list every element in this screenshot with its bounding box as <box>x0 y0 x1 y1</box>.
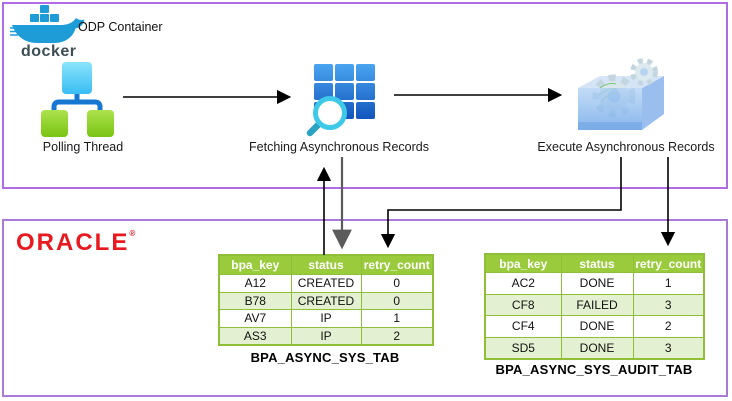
docker-wordmark: docker <box>21 43 76 60</box>
cell: 1 <box>360 309 434 328</box>
cell: FAILED <box>560 293 634 316</box>
table-row: CF4 DONE 2 <box>484 315 705 338</box>
table-header-row: bpa_key status retry_count <box>484 253 705 273</box>
col-header-retry-count: retry_count <box>360 254 434 275</box>
polling-thread-label: Polling Thread <box>42 140 124 154</box>
cell: SD5 <box>484 336 562 360</box>
cell: 0 <box>360 274 434 293</box>
cell: CF4 <box>484 315 562 338</box>
table-row: CF8 FAILED 3 <box>484 293 705 316</box>
bpa-async-sys-audit-tab-table: bpa_key status retry_count AC2 DONE 1 CF… <box>484 253 705 360</box>
cell: AV7 <box>218 309 292 328</box>
bpa-async-sys-tab-caption: BPA_ASYNC_SYS_TAB <box>250 350 400 365</box>
magnifier-lens <box>313 96 347 130</box>
oracle-wordmark: ORACLE <box>16 229 130 256</box>
cell: CF8 <box>484 293 562 316</box>
col-header-retry-count: retry_count <box>632 253 705 273</box>
cell: 2 <box>632 315 705 338</box>
cell: A12 <box>218 274 292 293</box>
bpa-async-sys-audit-tab-caption: BPA_ASYNC_SYS_AUDIT_TAB <box>495 362 693 377</box>
table-row: AV7 IP 1 <box>218 309 434 328</box>
cell: CREATED <box>290 274 362 293</box>
fetch-records-label: Fetching Asynchronous Records <box>249 140 429 154</box>
polling-thread-icon <box>41 62 114 137</box>
docker-logo-icon: docker <box>10 5 85 60</box>
cell: CREATED <box>290 291 362 310</box>
cell: IP <box>290 309 362 328</box>
fetch-records-icon <box>306 64 375 137</box>
bpa-async-sys-tab-table: bpa_key status retry_count A12 CREATED 0… <box>218 254 434 346</box>
cell: DONE <box>560 272 634 295</box>
table-row: A12 CREATED 0 <box>218 274 434 293</box>
execute-records-label: Execute Asynchronous Records <box>537 140 715 154</box>
cell: 3 <box>632 336 705 360</box>
cell: DONE <box>560 315 634 338</box>
oracle-logo: ORACLE® <box>16 230 135 255</box>
cell: DONE <box>560 336 634 360</box>
cell: 1 <box>632 272 705 295</box>
cell: 0 <box>360 291 434 310</box>
col-header-status: status <box>290 254 362 275</box>
cell: IP <box>290 326 362 346</box>
col-header-bpa-key: bpa_key <box>218 254 292 275</box>
table-row: B78 CREATED 0 <box>218 291 434 310</box>
gear-small-icon <box>630 58 658 86</box>
execute-records-icon <box>578 58 664 130</box>
col-header-status: status <box>560 253 634 273</box>
cell: AS3 <box>218 326 292 346</box>
cell: B78 <box>218 291 292 310</box>
cell: 3 <box>632 293 705 316</box>
table-row: AS3 IP 2 <box>218 326 434 346</box>
table-row: AC2 DONE 1 <box>484 272 705 295</box>
table-header-row: bpa_key status retry_count <box>218 254 434 275</box>
oracle-registered-mark: ® <box>129 229 136 238</box>
odp-container-title: ODP Container <box>78 20 163 34</box>
cell: AC2 <box>484 272 562 295</box>
magnifier-handle <box>306 120 323 137</box>
col-header-bpa-key: bpa_key <box>484 253 562 273</box>
cell: 2 <box>360 326 434 346</box>
table-row: SD5 DONE 3 <box>484 336 705 360</box>
